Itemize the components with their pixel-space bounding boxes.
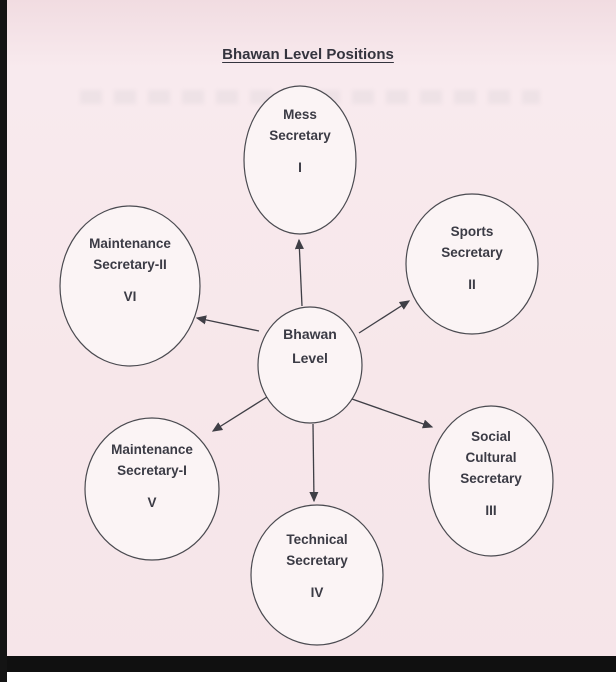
- scanner-bed-strip: [0, 672, 616, 682]
- node-line: Maintenance: [111, 442, 193, 457]
- node-line: Social: [471, 429, 511, 444]
- node-social-cultural-secretary: Social Cultural Secretary III: [430, 426, 552, 521]
- node-technical-secretary: Technical Secretary IV: [254, 529, 380, 603]
- ellipse-sports-secretary: [405, 193, 539, 335]
- arrow-center-to-sports: [358, 300, 411, 334]
- arrow-center-to-maintenance-1: [211, 396, 268, 432]
- node-maintenance-secretary-1: Maintenance Secretary-I V: [89, 439, 215, 513]
- node-numeral: I: [298, 160, 302, 175]
- node-line: Secretary: [441, 245, 503, 260]
- node-line: Bhawan: [283, 326, 337, 342]
- ellipse-bhawan-level-center: [257, 306, 363, 424]
- node-numeral: IV: [310, 585, 324, 600]
- node-line: Secretary: [286, 553, 348, 568]
- node-numeral: V: [147, 495, 157, 510]
- node-numeral: III: [485, 503, 497, 518]
- ellipse-mess-secretary: [243, 85, 357, 235]
- arrow-center-to-technical: [309, 423, 319, 503]
- node-line: Technical: [286, 532, 348, 547]
- scan-edge-left: [0, 0, 7, 682]
- node-numeral: VI: [123, 289, 137, 304]
- node-line: Level: [292, 350, 328, 366]
- node-line: Maintenance: [89, 236, 171, 251]
- ellipse-social-cultural-secretary: [428, 405, 554, 557]
- node-numeral: II: [468, 277, 476, 292]
- node-line: Secretary-II: [93, 257, 167, 272]
- node-line: Mess: [283, 107, 317, 122]
- scan-edge-bottom: [0, 656, 616, 672]
- node-line: Sports: [450, 224, 494, 239]
- node-line: Secretary-I: [117, 463, 187, 478]
- ellipse-maintenance-secretary-1: [84, 417, 220, 561]
- ellipse-technical-secretary: [250, 504, 384, 646]
- diagram-title: Bhawan Level Positions: [222, 46, 394, 63]
- ellipse-maintenance-secretary-2: [59, 205, 201, 367]
- node-sports-secretary: Sports Secretary II: [409, 221, 535, 295]
- arrow-center-to-maintenance-2: [195, 315, 260, 332]
- node-line: Cultural: [465, 450, 517, 465]
- node-line: Secretary: [460, 471, 522, 486]
- arrow-center-to-social: [351, 398, 434, 429]
- node-mess-secretary: Mess Secretary I: [242, 104, 358, 178]
- node-maintenance-secretary-2: Maintenance Secretary-II VI: [67, 233, 193, 307]
- node-line: Secretary: [269, 128, 331, 143]
- node-bhawan-level: Bhawan Level: [260, 322, 360, 370]
- arrow-center-to-mess: [294, 238, 304, 307]
